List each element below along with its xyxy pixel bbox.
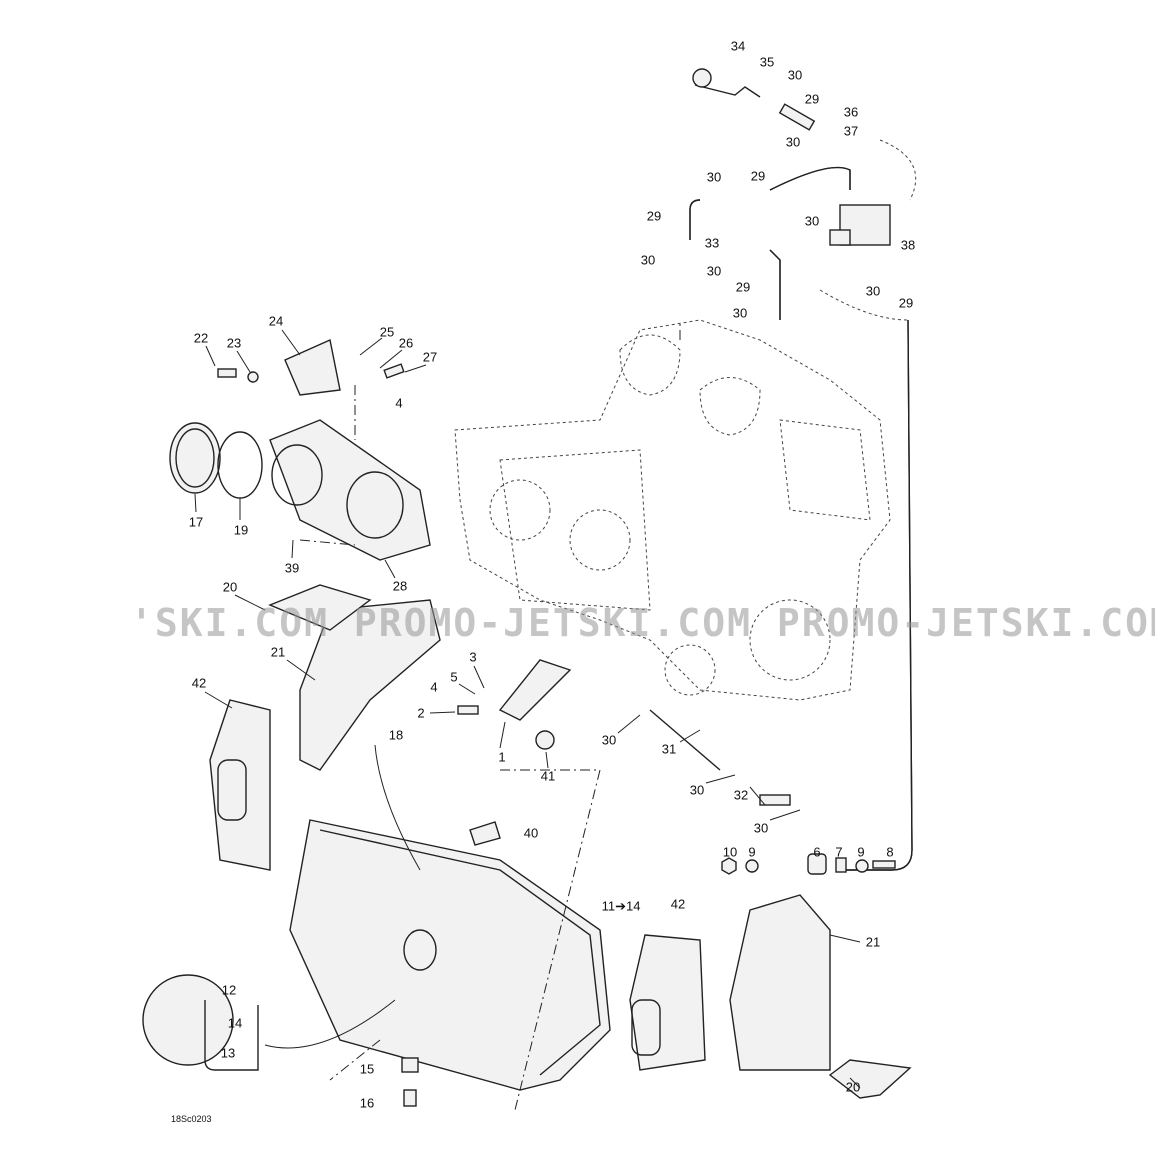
callout-label: 36 — [843, 104, 859, 120]
callout-label: 24 — [268, 313, 284, 329]
callout-label: 10 — [722, 844, 738, 860]
callout-label: 21 — [865, 934, 881, 950]
callout-label: 32 — [733, 787, 749, 803]
callout-label: 29 — [646, 208, 662, 224]
airbox — [142, 584, 912, 1107]
callout-label: 30 — [785, 134, 801, 150]
leader-lines — [194, 320, 861, 1111]
callout-label: 14 — [227, 1015, 243, 1031]
callout-label: 30 — [804, 213, 820, 229]
callout-label: 5 — [450, 669, 458, 685]
callout-label: 22 — [193, 330, 209, 346]
callout-label: 29 — [735, 279, 751, 295]
callout-label: 12 — [221, 982, 237, 998]
callout-label: 8 — [886, 844, 894, 860]
callout-label: 28 — [392, 578, 408, 594]
callout-label: 2 — [417, 705, 425, 721]
engine-outline — [454, 319, 891, 701]
callout-label: 39 — [284, 560, 300, 576]
callout-label: 11➔14 — [601, 898, 641, 914]
callout-label: 31 — [661, 741, 677, 757]
callout-label: 15 — [359, 1061, 375, 1077]
callout-label: 37 — [843, 123, 859, 139]
callout-label: 35 — [759, 54, 775, 70]
callout-label: 42 — [191, 675, 207, 691]
callout-label: 29 — [898, 295, 914, 311]
callout-label: 25 — [379, 324, 395, 340]
callout-label: 30 — [601, 732, 617, 748]
callout-label: 30 — [787, 67, 803, 83]
callout-label: 18 — [388, 727, 404, 743]
callout-label: 20 — [222, 579, 238, 595]
callout-label: 29 — [750, 168, 766, 184]
diagram-code: 18Sc0203 — [171, 1114, 212, 1124]
callout-label: 7 — [835, 844, 843, 860]
callout-label: 20 — [845, 1079, 861, 1095]
callout-label: 41 — [540, 768, 556, 784]
throttle-body-parts — [169, 339, 431, 561]
callout-label: 3 — [469, 649, 477, 665]
callout-label: 30 — [732, 305, 748, 321]
callout-label: 42 — [670, 896, 686, 912]
watermark: 'SKI.COM PROMO-JETSKI.COM PROMO-JETSKI.C… — [130, 601, 1155, 645]
callout-label: 1 — [498, 749, 506, 765]
callout-label: 13 — [220, 1045, 236, 1061]
callout-label: 30 — [865, 283, 881, 299]
callout-label: 30 — [706, 169, 722, 185]
callout-label: 29 — [804, 91, 820, 107]
hoses — [649, 68, 917, 871]
callout-label: 40 — [523, 825, 539, 841]
callout-label: 21 — [270, 644, 286, 660]
callout-label: 27 — [422, 349, 438, 365]
callout-label: 34 — [730, 38, 746, 54]
callout-label: 4 — [395, 395, 403, 411]
callout-label: 19 — [233, 522, 249, 538]
callout-label: 17 — [188, 514, 204, 530]
callout-label: 30 — [640, 252, 656, 268]
callout-label: 4 — [430, 679, 438, 695]
callout-label: 38 — [900, 237, 916, 253]
callout-label: 26 — [398, 335, 414, 351]
callout-label: 6 — [813, 844, 821, 860]
callout-label: 30 — [753, 820, 769, 836]
callout-label: 33 — [704, 235, 720, 251]
callout-label: 30 — [689, 782, 705, 798]
callout-label: 30 — [706, 263, 722, 279]
callout-label: 9 — [857, 844, 865, 860]
callout-label: 16 — [359, 1095, 375, 1111]
callout-label: 9 — [748, 844, 756, 860]
callout-label: 23 — [226, 335, 242, 351]
